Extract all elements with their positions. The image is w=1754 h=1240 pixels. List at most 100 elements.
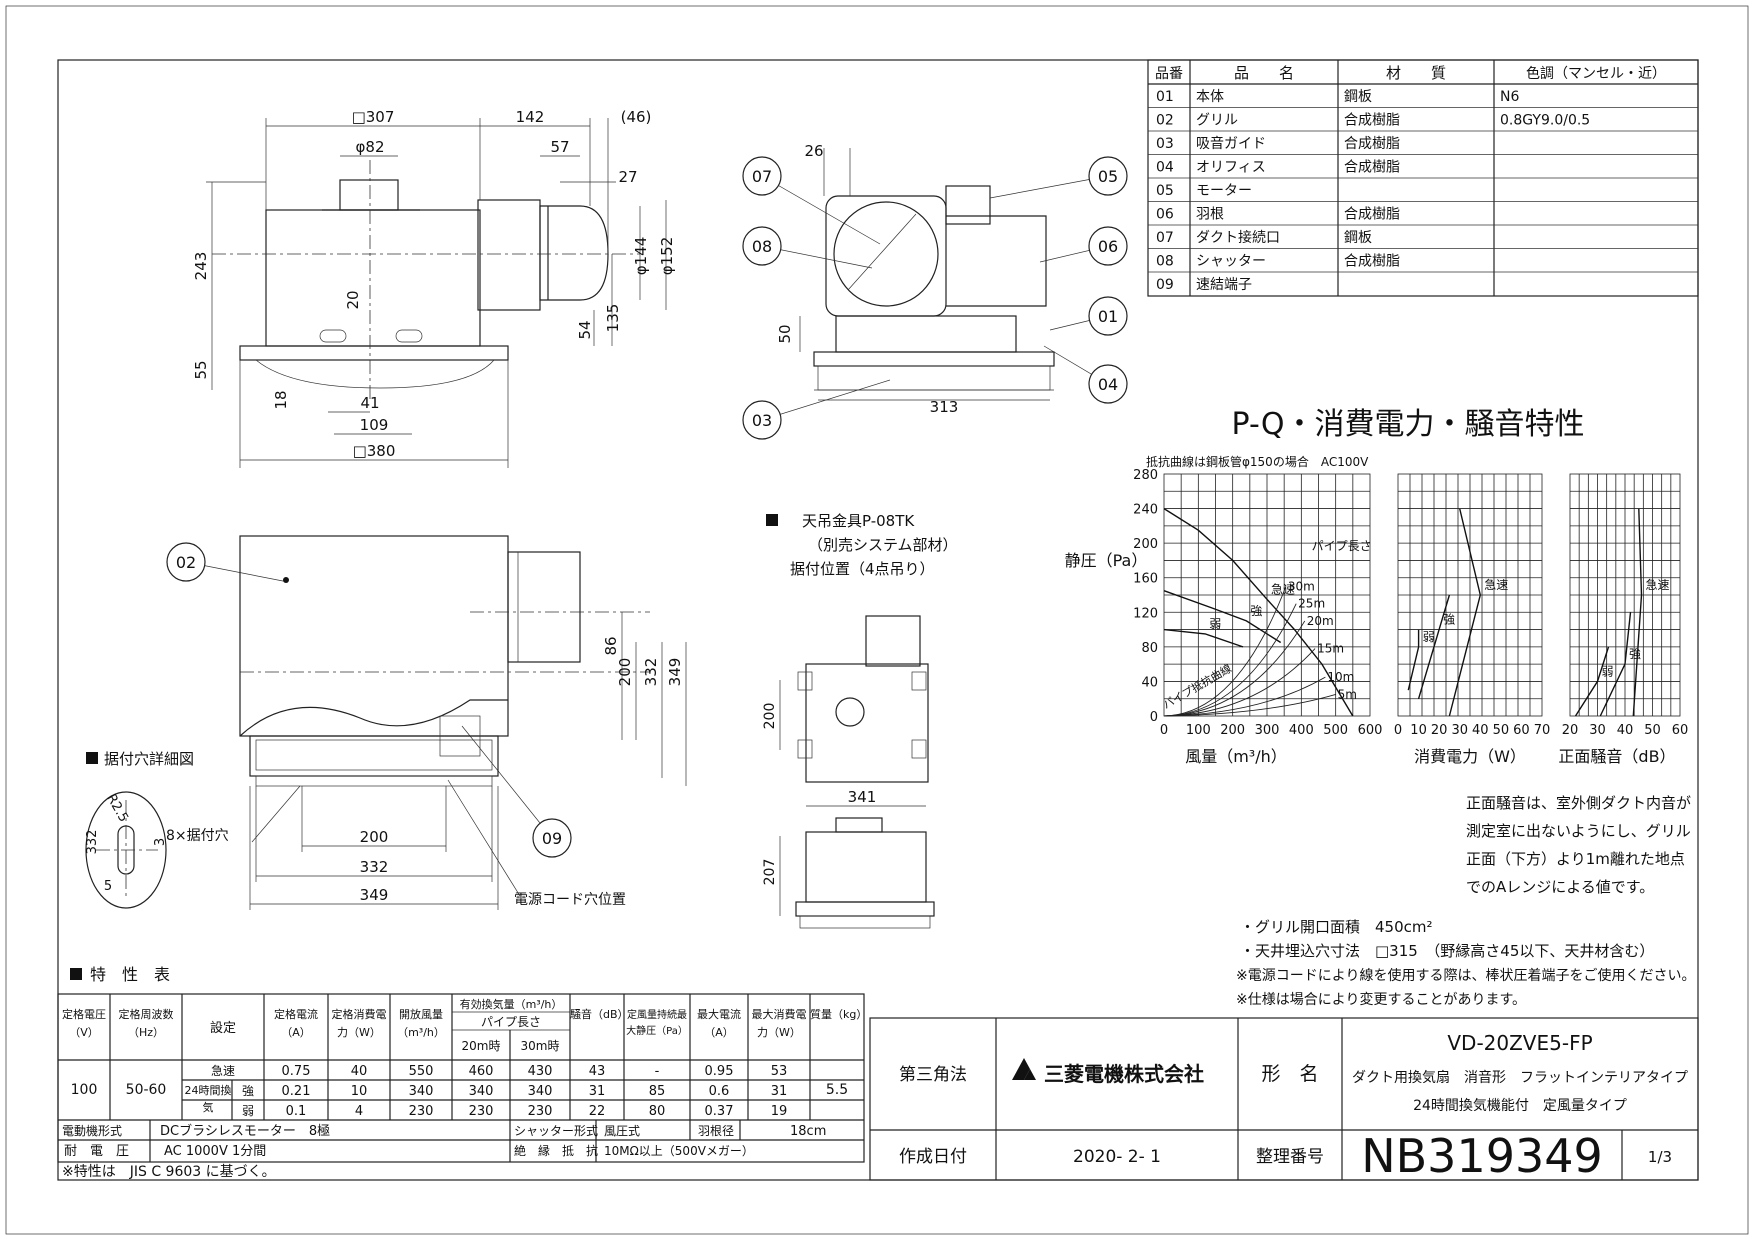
projection: 第三角法 bbox=[899, 1065, 967, 1085]
callout-06: 06 bbox=[1098, 237, 1118, 256]
series-label: 弱 bbox=[1602, 664, 1614, 678]
chart-title: P-Q・消費電力・騒音特性 bbox=[1232, 407, 1585, 442]
parts-row-no: 03 bbox=[1156, 136, 1174, 152]
parts-row-material: 合成樹脂 bbox=[1344, 136, 1400, 152]
dim-243: 243 bbox=[192, 252, 210, 281]
td-p20: 340 bbox=[469, 1084, 494, 1099]
blade-value: 18cm bbox=[790, 1124, 826, 1139]
dim-332h: 332 bbox=[360, 858, 389, 876]
callout-circle bbox=[742, 400, 782, 440]
dim-86: 86 bbox=[602, 636, 620, 655]
spec-note-1: ・グリル開口面積 450cm² bbox=[1240, 918, 1433, 936]
x-tick: 500 bbox=[1323, 723, 1348, 738]
td-sp: - bbox=[655, 1064, 660, 1079]
parts-row-name: 吸音ガイド bbox=[1196, 135, 1266, 152]
th-mass: 質量（kg） bbox=[810, 1008, 864, 1021]
pipe-length-label: 15m bbox=[1317, 642, 1344, 656]
th-airflow: 開放風量（m³/h） bbox=[397, 1008, 445, 1039]
x-tick: 40 bbox=[1472, 723, 1489, 738]
callout-circle bbox=[166, 542, 206, 582]
th-voltage: 定格電圧（V） bbox=[62, 1008, 106, 1039]
description-1: ダクト用換気扇 消音形 フラットインテリアタイプ bbox=[1352, 1069, 1688, 1086]
dim-46: (46) bbox=[621, 108, 652, 126]
parts-row-no: 09 bbox=[1156, 277, 1174, 293]
side-duct bbox=[477, 199, 541, 311]
dim-200v: 200 bbox=[616, 658, 634, 687]
series-line bbox=[1163, 508, 1354, 717]
motor-label: 電動機形式 bbox=[62, 1123, 122, 1138]
x-tick: 0 bbox=[1160, 723, 1168, 738]
withstand-label: 耐 電 圧 bbox=[64, 1144, 129, 1159]
x-tick: 20 bbox=[1562, 723, 1579, 738]
parts-row-name: 羽根 bbox=[1196, 207, 1224, 223]
noise-note-2: 測定室に出ないようにし、グリル bbox=[1466, 822, 1691, 840]
y-tick: 0 bbox=[1150, 710, 1158, 725]
parts-header-material: 材 質 bbox=[1386, 64, 1446, 82]
parts-row-no: 07 bbox=[1156, 230, 1174, 246]
characteristics-charts: P-Q・消費電力・騒音特性 抵抗曲線は鋼板管φ150の場合 AC100V 静圧（… bbox=[1065, 407, 1689, 766]
motor-value: DCブラシレスモーター 8極 bbox=[160, 1123, 330, 1139]
dim-332v: 332 bbox=[642, 658, 660, 687]
parts-row-name: 本体 bbox=[1196, 89, 1224, 105]
dim-54: 54 bbox=[576, 320, 594, 339]
chart2-xlabel: 消費電力（W） bbox=[1414, 747, 1526, 766]
x-tick: 30 bbox=[1451, 723, 1468, 738]
td-current: 0.21 bbox=[282, 1084, 311, 1099]
dim-313: 313 bbox=[930, 398, 959, 416]
shutter-label: シャッター形式 bbox=[514, 1124, 598, 1138]
parts-row-no: 04 bbox=[1156, 160, 1174, 176]
blade-label: 羽根径 bbox=[698, 1124, 734, 1138]
dim-phi144: φ144 bbox=[632, 237, 650, 276]
callout-05: 05 bbox=[1098, 167, 1118, 186]
td-freq: 50-60 bbox=[126, 1082, 167, 1098]
insulation-label: 絶 縁 抵 抗 bbox=[514, 1143, 598, 1158]
parts-row-name: グリル bbox=[1196, 113, 1238, 129]
company-name: 三菱電機株式会社 bbox=[1044, 1062, 1204, 1086]
parts-header-name: 品 名 bbox=[1234, 64, 1294, 82]
pipe-length-title: パイプ長さ bbox=[1312, 539, 1372, 553]
dim-349h: 349 bbox=[360, 886, 389, 904]
mount-view: 天吊金具P-08TK （別売システム部材） 据付位置（4点吊り） 200 341… bbox=[762, 512, 958, 929]
parts-row-material: 鋼板 bbox=[1344, 89, 1372, 105]
callout-circle bbox=[1088, 364, 1128, 404]
th-pipe: パイプ長さ bbox=[481, 1015, 541, 1029]
dim-109: 109 bbox=[360, 416, 389, 434]
hole-332: 332 bbox=[85, 830, 100, 855]
td-max_current: 0.95 bbox=[705, 1064, 734, 1079]
chart1-xlabel: 風量（m³/h） bbox=[1185, 747, 1287, 766]
parts-row-material: 鋼板 bbox=[1344, 230, 1372, 246]
top-duct bbox=[339, 179, 399, 211]
hole-detail: 据付穴詳細図 332 R2.5 3 5 bbox=[85, 750, 194, 909]
x-tick: 300 bbox=[1255, 723, 1280, 738]
side-view: 26 50 313 bbox=[776, 142, 1055, 416]
td-setting: 急速 bbox=[211, 1063, 235, 1078]
td-open: 340 bbox=[409, 1084, 434, 1099]
chart-subtitle: 抵抗曲線は鋼板管φ150の場合 AC100V bbox=[1146, 454, 1369, 469]
noise-note-4: でのAレンジによる値です。 bbox=[1466, 878, 1654, 896]
td-current: 0.75 bbox=[282, 1064, 311, 1079]
th-effective: 有効換気量（m³/h） bbox=[460, 997, 563, 1011]
mount-341: 341 bbox=[848, 788, 877, 806]
parts-row-name: ダクト接続口 bbox=[1196, 229, 1280, 246]
outer-border bbox=[5, 5, 1749, 1235]
title-block: 第三角法 三菱電機株式会社 形 名 VD-20ZVE5-FP ダクト用換気扇 消… bbox=[869, 1017, 1699, 1183]
company-logo bbox=[1012, 1058, 1036, 1080]
hanger-line2: （別売システム部材） bbox=[808, 536, 958, 554]
series-line bbox=[1163, 590, 1282, 644]
td-sp: 80 bbox=[649, 1104, 666, 1119]
dim-41: 41 bbox=[360, 394, 379, 412]
bottom-view: 86 200 332 349 200 332 349 8×据付穴 電源コード穴位… bbox=[166, 535, 687, 910]
callout-circle bbox=[1088, 226, 1128, 266]
dim-26: 26 bbox=[804, 142, 823, 160]
td-noise: 22 bbox=[589, 1104, 606, 1119]
callout-circle bbox=[532, 818, 572, 858]
parts-row-name: モーター bbox=[1196, 183, 1252, 199]
td-noise: 31 bbox=[589, 1084, 606, 1099]
date-label: 作成日付 bbox=[899, 1147, 967, 1167]
power-cord-label: 電源コード穴位置 bbox=[514, 892, 626, 908]
td-current: 0.1 bbox=[286, 1104, 307, 1119]
parts-row-material: 合成樹脂 bbox=[1344, 254, 1400, 270]
